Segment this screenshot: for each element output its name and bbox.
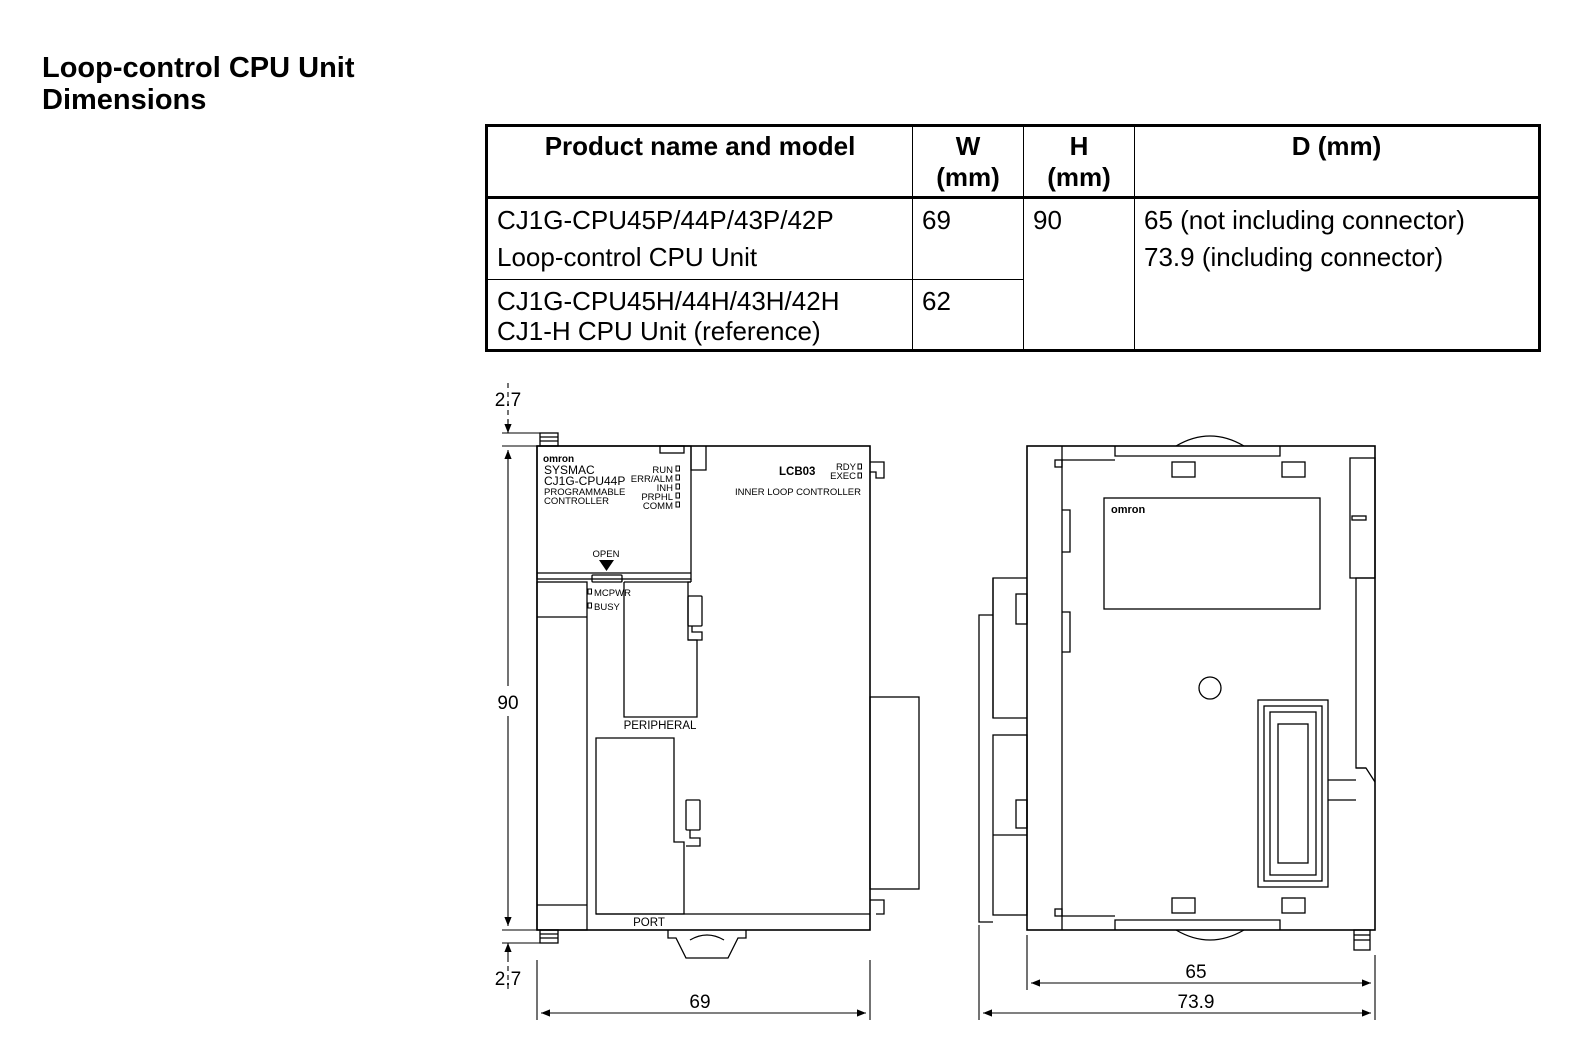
table-row: CJ1G-CPU45H/44H/43H/42H CJ1-H CPU Unit (… [486,279,1540,351]
table-header-row: Product name and model W (mm) H (mm) D (… [486,125,1540,199]
side-brand-logo: omron [1111,504,1146,516]
left-strip [536,581,588,931]
left-connector-lower [992,734,1028,916]
dim-bottom-offset: 2.7 [495,969,521,990]
bottom-tab [539,929,559,944]
peripheral-cover [623,581,698,718]
cover-latch [591,574,623,583]
row2-name: CJ1-H CPU Unit (reference) [497,316,821,346]
dimensions-table: Product name and model W (mm) H (mm) D (… [485,124,1541,352]
bottom-knob [1175,929,1245,941]
port-label: PORT [633,917,665,929]
row1-model: CJ1G-CPU45P/44P/43P/42P [497,205,834,235]
side-view: omron [978,435,1376,951]
programmable-label: PROGRAMMABLE [544,487,625,498]
peripheral-label: PERIPHERAL [624,720,697,732]
right-connector [869,696,920,890]
inner-loop-label: INNER LOOP CONTROLLER [735,487,861,498]
mcpwr-label: MCPWR [594,588,631,599]
dim-depth-connector: 73.9 [1178,992,1215,1013]
row1-w: 69 [912,197,1024,280]
header-h: H (mm) [1023,125,1135,199]
busy-label: BUSY [594,602,621,613]
lcb-label: LCB03 [779,466,815,478]
header-product: Product name and model [486,125,913,199]
row2-product: CJ1G-CPU45H/44H/43H/42H CJ1-H CPU Unit (… [486,279,913,351]
row1-product: CJ1G-CPU45P/44P/43P/42P Loop-control CPU… [486,197,913,280]
indicator-comm: COMM [643,501,673,512]
front-view: omron SYSMAC CJ1G-CPU44P PROGRAMMABLE CO… [536,432,920,959]
side-body-outline [1026,445,1376,931]
section-heading-line2: Dimensions [42,84,207,116]
d-line2: 73.9 (including connector) [1144,242,1444,272]
front-brand-logo: omron [543,454,574,465]
open-arrow-icon [599,560,614,571]
header-w: W (mm) [912,125,1024,199]
dim-top-offset: 2.7 [495,390,521,411]
port-cover [595,737,685,915]
dim-width: 69 [689,992,710,1013]
indicator-prphl: PRPHL [641,492,673,503]
row1-name: Loop-control CPU Unit [497,242,758,272]
sysmac-label: SYSMAC [544,463,595,477]
row2-model: CJ1G-CPU45H/44H/43H/42H [497,286,840,316]
header-h-line1: H [1069,131,1089,161]
model-label: CJ1G-CPU44P [544,474,625,488]
dimension-lines [502,383,1376,1020]
header-h-line2: (mm) [1047,162,1111,192]
left-connector-upper [992,577,1027,719]
top-tab [539,432,559,447]
d-value: 65 (not including connector) 73.9 (inclu… [1134,197,1540,351]
open-label: OPEN [593,549,620,560]
top-knob [1175,435,1245,447]
dim-height: 90 [497,693,518,714]
indicator-run: RUN [652,465,673,476]
d-line1: 65 (not including connector) [1144,205,1465,235]
side-label-area [1103,497,1321,610]
dim-depth: 65 [1185,962,1206,983]
section-heading-line1: Loop-control CPU Unit [42,52,355,84]
h-value: 90 [1023,197,1135,351]
din-latch [667,930,747,959]
indicator-exec: EXEC [830,471,856,482]
indicator-err-alm: ERR/ALM [631,474,673,485]
row2-w: 62 [912,279,1024,351]
table-row: CJ1G-CPU45P/44P/43P/42P Loop-control CPU… [486,197,1540,351]
section-heading: Loop-control CPU Unit Dimensions [42,52,355,116]
side-connector [1257,699,1329,888]
header-d: D (mm) [1134,125,1540,199]
side-top-connector [1349,457,1376,579]
header-w-line2: (mm) [936,162,1000,192]
indicator-inh: INH [657,483,674,494]
label-panel [536,445,692,580]
controller-label: CONTROLLER [544,496,609,507]
side-screw-icon [1198,676,1222,700]
header-w-line1: W [955,131,981,161]
indicator-rdy: RDY [836,462,857,473]
